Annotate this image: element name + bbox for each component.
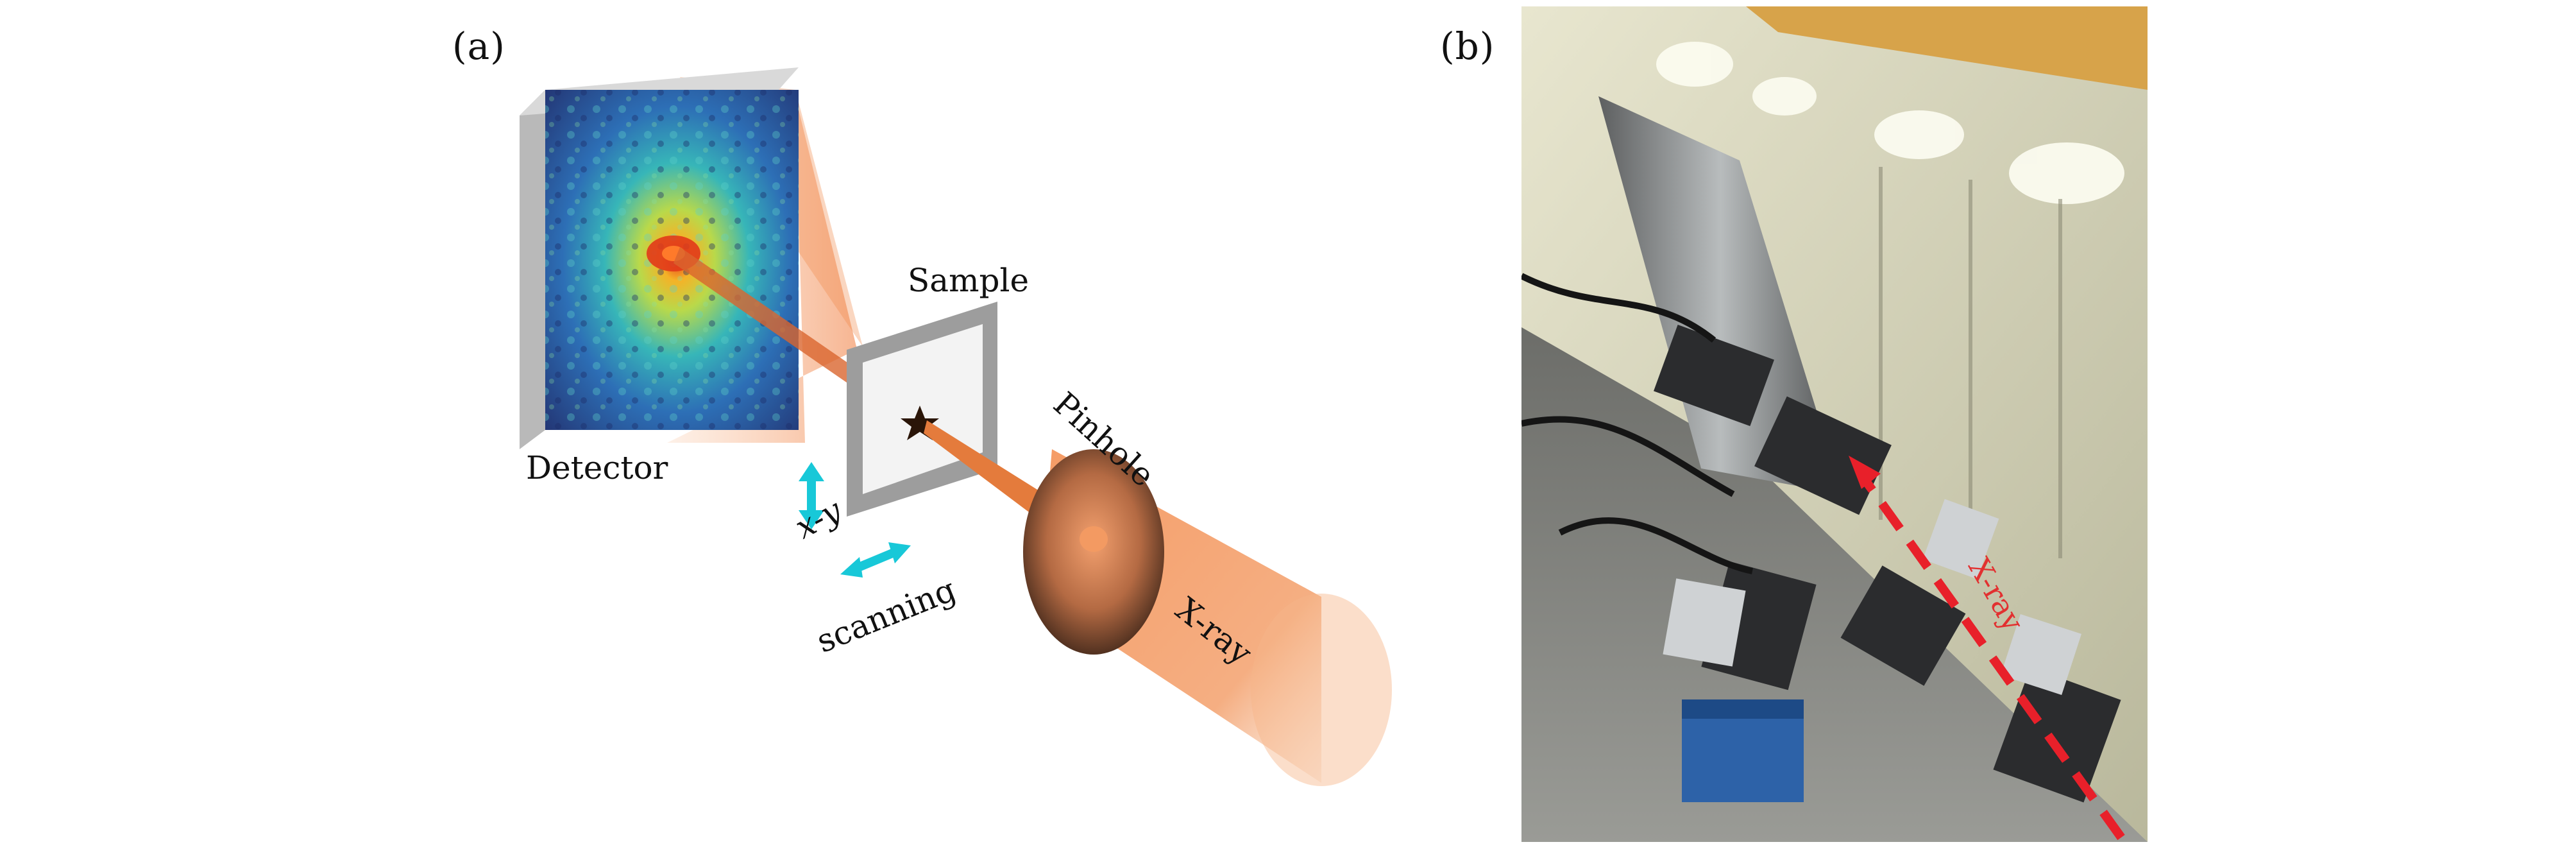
- pinhole: [1023, 449, 1164, 655]
- scan-arrow-horizontal: [840, 542, 911, 578]
- detector-label: Detector: [526, 449, 668, 486]
- sample-label: Sample: [908, 262, 1030, 299]
- panel-a-label: (a): [452, 24, 505, 68]
- beamline-photo: [1521, 6, 2148, 842]
- sample: [847, 302, 997, 517]
- detector: [520, 67, 799, 449]
- panel-b-label: (b): [1440, 24, 1495, 68]
- photo-xray-arrow: [1849, 456, 2125, 841]
- scan-arrow-vertical: [799, 462, 824, 529]
